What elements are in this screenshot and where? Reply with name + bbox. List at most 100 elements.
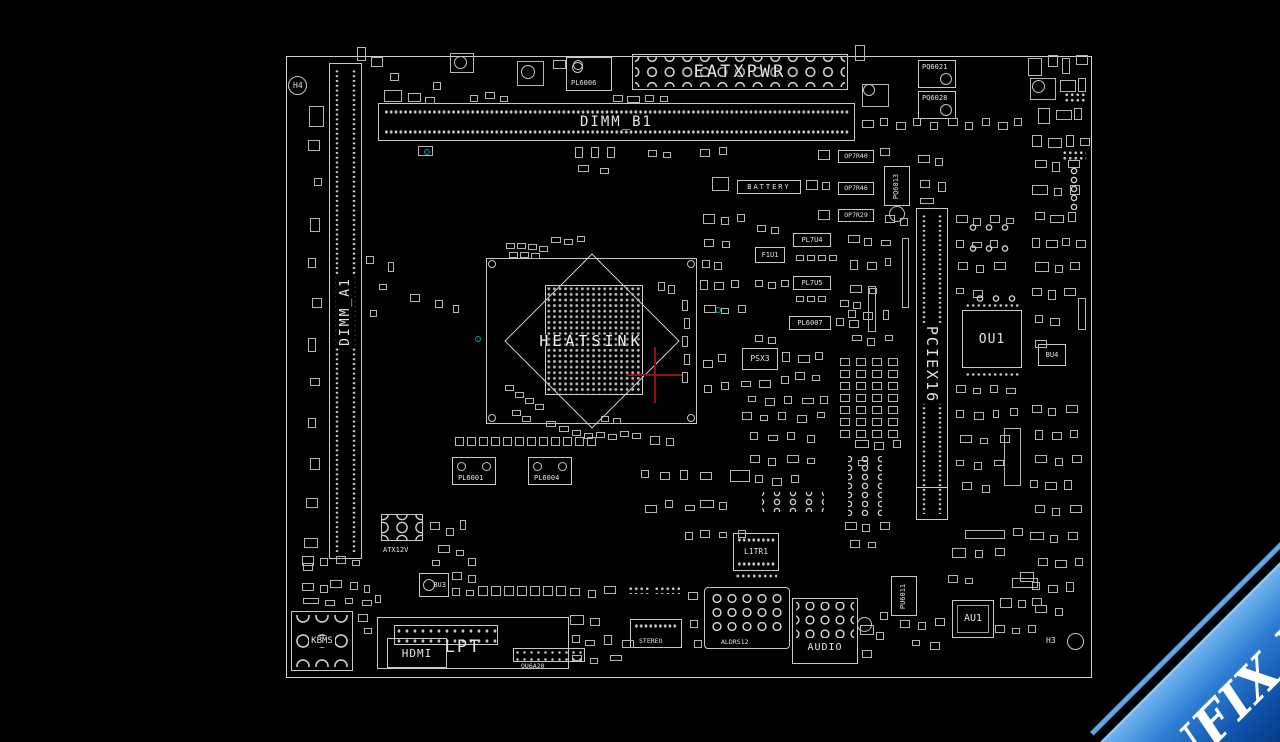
eatxpwr-connector[interactable]: EATXPWR (632, 54, 848, 90)
pq6021-pad-icon (940, 73, 952, 85)
smd-part (325, 600, 335, 606)
pin-strip (1062, 150, 1086, 160)
op7r40[interactable]: OP7R40 (838, 150, 874, 163)
smd-part (1070, 505, 1082, 513)
l1tr1-pins-bottom (737, 561, 775, 567)
battery[interactable]: BATTERY (737, 180, 801, 194)
smd-part (1035, 315, 1043, 323)
dimm-a1-slot[interactable]: DIMM_A1 (329, 63, 362, 559)
pl6004[interactable]: PL6004 (528, 457, 572, 485)
smd-part (591, 147, 599, 158)
smd-part (584, 433, 593, 439)
pl6007[interactable]: PL6007 (789, 316, 831, 330)
smd-part (1020, 572, 1034, 582)
psx3[interactable]: PSX3 (742, 348, 778, 370)
pq6021[interactable]: PQ6021 (918, 60, 956, 88)
pl7u4[interactable]: PL7U4 (793, 233, 831, 247)
smd-part (714, 282, 724, 290)
smd-part (418, 146, 433, 156)
smd-part (485, 92, 495, 99)
smd-part (1066, 135, 1074, 147)
op7r29[interactable]: OP7R29 (838, 209, 874, 222)
smd-part (994, 460, 1004, 466)
smd-part (308, 338, 316, 352)
smd-part (479, 437, 488, 446)
smd-part (358, 614, 368, 622)
pl7u5[interactable]: PL7U5 (793, 276, 831, 290)
smd-part (852, 335, 862, 341)
smd-part (798, 355, 810, 363)
f1u1[interactable]: F1U1 (755, 247, 785, 263)
bu3[interactable]: BU3 (419, 573, 449, 597)
pin-strip (965, 372, 1019, 377)
cpu-socket-area[interactable]: HEATSINK (486, 253, 697, 429)
smd-part (982, 118, 990, 126)
atx12v-label: ATX12V (383, 546, 409, 554)
audio-connector[interactable]: AUDIO (792, 598, 858, 664)
eatxpwr-pins (635, 57, 845, 87)
pciex16-slot[interactable]: PCIEX16 (916, 208, 948, 520)
smd-part (848, 310, 856, 318)
f1u1-label: F1U1 (761, 250, 779, 259)
smd-part (370, 310, 377, 317)
smd-part (663, 152, 671, 158)
op7r46[interactable]: OP7R46 (838, 182, 874, 195)
smd-part (704, 385, 712, 393)
smd-part (601, 416, 609, 422)
smd-part (632, 433, 641, 439)
pq6028[interactable]: PQ6028 (918, 91, 956, 119)
pad-ring-icon (687, 260, 695, 268)
front-audio-header[interactable]: ALDRS12 (704, 587, 790, 649)
smd-part (1048, 585, 1058, 593)
ou1-chip[interactable]: OU1 (962, 310, 1022, 368)
dimm-b1-slot[interactable]: DIMM_B1 (378, 103, 855, 141)
smd-part (956, 460, 964, 466)
smd-part (1076, 240, 1086, 248)
smd-part (491, 586, 501, 596)
h3-hole: H3 (1046, 632, 1084, 652)
smd-part (572, 635, 580, 643)
smd-part (620, 431, 629, 437)
smd-part (512, 410, 521, 416)
kbms-connector[interactable]: KBMS (291, 611, 353, 671)
pl6001[interactable]: PL6001 (452, 457, 496, 485)
au1-chip[interactable]: AU1 (952, 600, 994, 638)
smd-part (308, 418, 316, 428)
bottom-header[interactable] (513, 648, 585, 662)
smd-part (913, 118, 921, 126)
smd-part (455, 437, 464, 446)
pu6011[interactable]: PU6011 (891, 576, 917, 616)
pq6013[interactable]: PQ6013 (884, 166, 910, 206)
smd-part (850, 260, 858, 270)
smd-part (559, 426, 569, 432)
smd-part (682, 300, 688, 311)
smd-part (856, 382, 866, 390)
pin-strip (654, 586, 680, 594)
smd-part (362, 600, 372, 606)
smd-part (364, 585, 370, 593)
smd-part (551, 237, 561, 243)
smd-part (856, 418, 866, 426)
smd-part (888, 406, 898, 414)
lpt-connector[interactable]: LPT (377, 617, 569, 669)
smd-part (700, 280, 708, 290)
eatxpwr-label: EATXPWR (693, 61, 787, 82)
smd-part (1035, 455, 1047, 463)
l1tr1[interactable]: L1TR1 (733, 533, 779, 571)
smd-part (956, 215, 968, 223)
smd-part (1045, 482, 1057, 490)
stereo-header[interactable]: STEREO (630, 619, 682, 648)
smd-part (818, 210, 830, 220)
smd-part (920, 198, 934, 204)
hdmi-connector[interactable]: HDMI (387, 638, 447, 668)
smd-part (546, 421, 556, 427)
smd-part (952, 548, 966, 558)
bu4[interactable]: BU4 (1038, 344, 1066, 366)
atx12v-connector[interactable]: ATX12V (381, 514, 423, 554)
pad-ring-icon (453, 55, 467, 69)
smd-part (660, 96, 668, 102)
smd-part (364, 628, 372, 634)
smd-part (1032, 135, 1042, 147)
pad-ring-icon (573, 60, 583, 70)
